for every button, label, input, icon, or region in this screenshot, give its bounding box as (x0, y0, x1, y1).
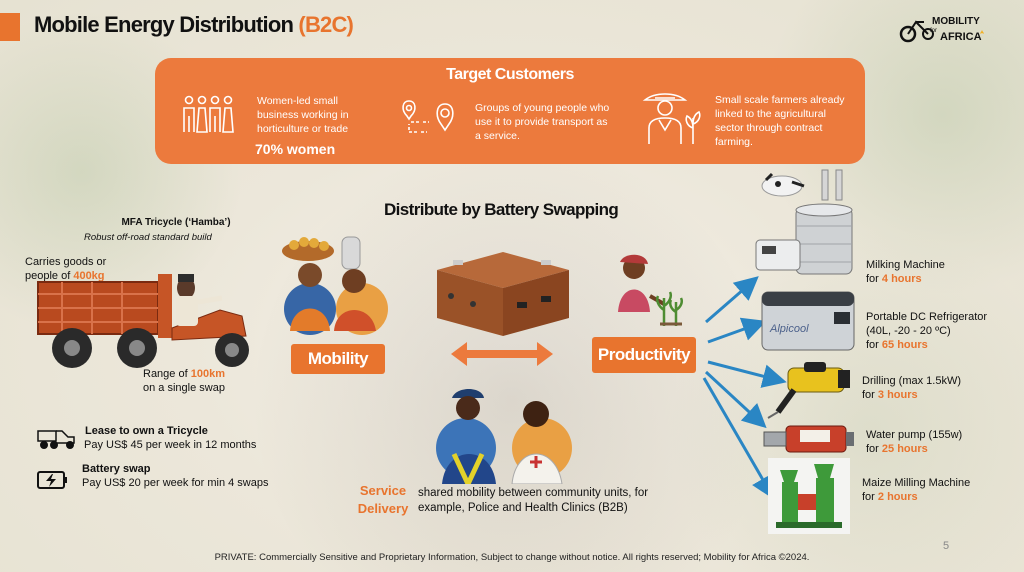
tricycle-range: Range of 100km on a single swap (143, 367, 253, 395)
maize-mill-image (768, 458, 850, 534)
milking-machine-hours: 4 hours (881, 273, 922, 285)
drill-label: Drilling (max 1.5kW) for 3 hours (862, 374, 961, 402)
arrow-to-mill (702, 377, 775, 500)
farmer-icon (642, 93, 701, 144)
distribute-heading: Distribute by Battery Swapping (384, 200, 619, 219)
plan-lease-title: Lease to own a Tricycle (85, 425, 208, 437)
fridge-name: Portable DC Refrigerator (866, 311, 988, 323)
tricycle-capacity: Carries goods or people of 400kg (25, 255, 135, 283)
portable-fridge-image: Alpicool (761, 291, 855, 351)
page-title: Mobile Energy Distribution (B2C) (34, 12, 354, 38)
target-customers-title: Target Customers (446, 66, 574, 83)
title-main: Mobile Energy Distribution (34, 12, 294, 37)
battery-box-image (437, 252, 569, 336)
service-delivery-label: Service Delivery (353, 482, 413, 518)
target-youth-text: Groups of young people who use it to pro… (475, 102, 610, 142)
service-workers-illustration (436, 389, 572, 484)
tricycle-image (37, 274, 249, 368)
route-pin-icon (402, 100, 454, 133)
page-number: 5 (943, 540, 950, 552)
title-accent: (B2C) (298, 12, 354, 37)
drill-name: Drilling (max 1.5kW) (862, 375, 962, 387)
service-delivery-text: shared mobility between community units,… (418, 487, 649, 514)
drill-for: for (862, 389, 878, 401)
target-customers-panel: Target Customers Women-led small busines… (155, 58, 865, 164)
battery-swap-icon (37, 471, 67, 489)
fridge-spec: (40L, -20 - 20 ºC) (866, 325, 951, 337)
range-prefix: Range of (143, 368, 188, 380)
mobility-for-africa-logo: MOBILITY for AFRICA (899, 16, 984, 43)
fridge-for: for (866, 339, 882, 351)
milking-machine-image (755, 169, 853, 275)
women-group-icon (183, 95, 234, 133)
maize-mill-label: Maize Milling Machine for 2 hours (862, 476, 970, 504)
productivity-arrows (702, 276, 787, 500)
tricycle-carries-text: Carries goods or people of (25, 256, 107, 282)
farmer-woman-illustration (618, 254, 684, 326)
plan-swap-title: Battery swap (82, 463, 151, 475)
mobility-label: Mobility (291, 344, 385, 374)
logo-text-top: MOBILITY (932, 16, 980, 27)
range-suffix: on a single swap (143, 382, 225, 394)
water-pump-label: Water pump (155w) for 25 hours (866, 428, 962, 456)
footer-disclaimer: PRIVATE: Commercially Sensitive and Prop… (214, 552, 810, 563)
productivity-label: Productivity (592, 337, 696, 373)
drill-image (767, 362, 850, 419)
fridge-hours: 65 hours (881, 339, 928, 351)
title-accent-bar (0, 13, 20, 41)
water-pump-for: for (866, 443, 882, 455)
milking-machine-label: Milking Machine for 4 hours (866, 258, 945, 286)
fridge-brand-text: Alpicool (769, 323, 809, 335)
water-pump-hours: 25 hours (881, 443, 928, 455)
service-delivery-line2: Delivery (357, 501, 409, 516)
tricycle-subtitle: Robust off-road standard build (84, 232, 212, 243)
arrow-to-fridge (707, 317, 767, 344)
arrow-to-drill (707, 360, 787, 388)
water-pump-name: Water pump (155w) (866, 429, 963, 441)
plan-swap-detail: Pay US$ 20 per week for min 4 swaps (82, 477, 269, 489)
milking-machine-name: Milking Machine (866, 259, 945, 271)
tricycle-name: MFA Tricycle (‘Hamba’) (121, 217, 231, 228)
water-pump-image (763, 425, 854, 453)
target-farmers-text: Small scale farmers already linked to th… (715, 94, 845, 148)
logo-text-small: for (930, 28, 937, 34)
logo-text-bottom: AFRICA (940, 31, 982, 43)
double-arrow-icon (451, 342, 553, 366)
maize-mill-hours: 2 hours (877, 491, 918, 503)
arrow-to-milking (705, 276, 759, 324)
tricycle-carries-value: 400kg (73, 270, 105, 282)
service-delivery-line1: Service (359, 483, 407, 498)
milking-machine-for: for (866, 273, 882, 285)
tricycle-icon (37, 430, 75, 449)
fridge-label: Portable DC Refrigerator (40L, -20 - 20 … (866, 310, 987, 352)
range-value: 100km (190, 368, 225, 380)
maize-mill-for: for (862, 491, 878, 503)
target-women-text: Women-led small business working in hort… (257, 95, 349, 135)
arrow-to-pump (704, 370, 767, 429)
plan-lease-detail: Pay US$ 45 per week in 12 months (84, 439, 257, 451)
maize-mill-name: Maize Milling Machine (862, 477, 971, 489)
drill-hours: 3 hours (877, 389, 918, 401)
women-carrying-illustration (282, 236, 388, 335)
target-women-pct: 70% women (255, 141, 336, 157)
